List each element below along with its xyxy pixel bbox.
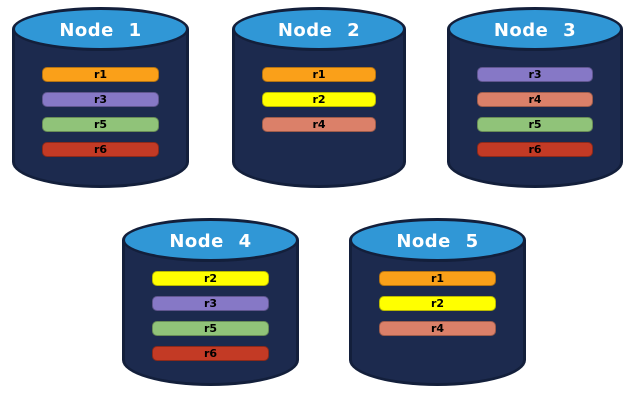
node-2-cylinder-top: Node 2	[232, 7, 406, 51]
node-1-title: Node 1	[59, 19, 142, 41]
replica-bar: r1	[42, 67, 159, 82]
node-3: Node 3 r3 r4 r5 r6	[447, 7, 623, 188]
replica-bar: r4	[262, 117, 376, 132]
replica-bar: r1	[262, 67, 376, 82]
replica-bar: r5	[477, 117, 593, 132]
replica-bar: r3	[152, 296, 269, 311]
node-1: Node 1 r1 r3 r5 r6	[12, 7, 189, 188]
node-4-cylinder-body	[122, 240, 299, 386]
node-2-title: Node 2	[277, 19, 361, 41]
replica-bar: r4	[477, 92, 593, 107]
replica-bar: r6	[42, 142, 159, 157]
replica-bar: r3	[477, 67, 593, 82]
replica-bar: r2	[379, 296, 496, 311]
replica-bar: r5	[152, 321, 269, 336]
node-4-title: Node 4	[169, 230, 252, 252]
replica-bar: r6	[477, 142, 593, 157]
node-3-replica-list: r3 r4 r5 r6	[477, 67, 593, 157]
node-3-cylinder-top: Node 3	[447, 7, 623, 51]
node-4-replica-list: r2 r3 r5 r6	[152, 271, 269, 361]
replica-bar: r4	[379, 321, 496, 336]
node-2: Node 2 r1 r2 r4	[232, 7, 406, 188]
node-4-cylinder-top: Node 4	[122, 218, 299, 262]
node-1-cylinder-top: Node 1	[12, 7, 189, 51]
node-2-cylinder-body	[232, 29, 406, 188]
replica-bar: r6	[152, 346, 269, 361]
replica-bar: r1	[379, 271, 496, 286]
node-5-title: Node 5	[396, 230, 479, 252]
node-5-replica-list: r1 r2 r4	[379, 271, 496, 336]
node-5: Node 5 r1 r2 r4	[349, 218, 526, 386]
node-5-cylinder-top: Node 5	[349, 218, 526, 262]
node-2-replica-list: r1 r2 r4	[262, 67, 376, 132]
replica-bar: r2	[152, 271, 269, 286]
replica-bar: r3	[42, 92, 159, 107]
replica-bar: r2	[262, 92, 376, 107]
node-1-replica-list: r1 r3 r5 r6	[42, 67, 159, 157]
node-1-cylinder-body	[12, 29, 189, 188]
node-3-title: Node 3	[493, 19, 577, 41]
node-4: Node 4 r2 r3 r5 r6	[122, 218, 299, 386]
node-3-cylinder-body	[447, 29, 623, 188]
node-5-cylinder-body	[349, 240, 526, 386]
replica-bar: r5	[42, 117, 159, 132]
